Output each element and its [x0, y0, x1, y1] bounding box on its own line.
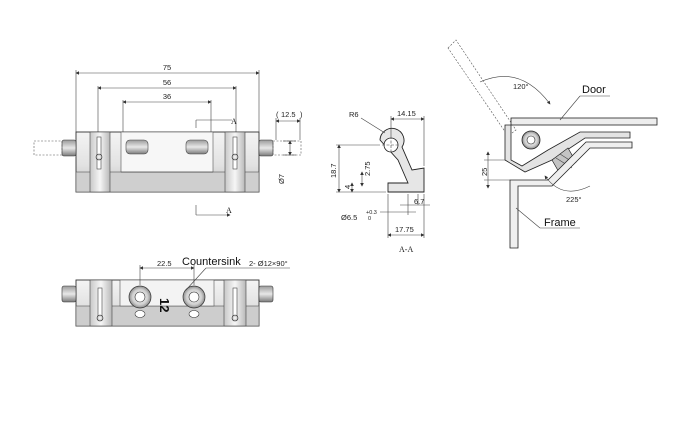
dim-overall-length: 75: [163, 63, 171, 72]
svg-text:(: (: [276, 110, 279, 119]
dim-hole-diameter: Ø6.5: [341, 213, 357, 222]
install-view: 120° 225° 25 Door Frame: [447, 39, 658, 249]
label-door: Door: [582, 84, 606, 96]
dim-inner-span: 36: [163, 92, 171, 101]
dim-hole-pitch: 22.5: [157, 259, 172, 268]
dim-thickness: 6.7: [414, 197, 424, 206]
dim-pin-diameter: Ø7: [277, 174, 286, 184]
countersink-spec: 2- Ø12×90°: [249, 259, 288, 268]
top-view: 75 56 36 12.5: [33, 63, 303, 217]
label-frame: Frame: [544, 217, 576, 229]
dim-pin-travel: 12.5: [281, 110, 296, 119]
dim-step: 4: [343, 185, 352, 189]
dim-width-top: 14.15: [397, 109, 416, 118]
bottom-view: 12 22.5 Countersink 2- Ø12×90°: [61, 256, 290, 327]
dim-hole-tol-lower: 0: [368, 216, 371, 222]
section-mark-bottom: A: [226, 206, 232, 215]
section-mark-top: A: [231, 117, 237, 126]
section-title: A-A: [399, 245, 413, 254]
dim-height: 18.7: [329, 163, 338, 178]
dim-hole-span: 56: [163, 78, 171, 87]
angle-swing: 225°: [566, 195, 582, 204]
countersink-label: Countersink: [182, 256, 241, 268]
section-view: R6 14.15 18.7 2.75 4 Ø6.5 +0.3 0 6.7 17.…: [329, 109, 430, 254]
dim-offset: 25: [480, 168, 489, 176]
part-stamp: 12: [157, 298, 172, 312]
dim-hole-tol-upper: +0.3: [366, 210, 377, 216]
dim-width-bottom: 17.75: [395, 225, 414, 234]
dim-inner-height: 2.75: [363, 161, 372, 176]
svg-text:): ): [300, 110, 303, 119]
angle-open: 120°: [513, 82, 529, 91]
dim-radius: R6: [349, 110, 359, 119]
